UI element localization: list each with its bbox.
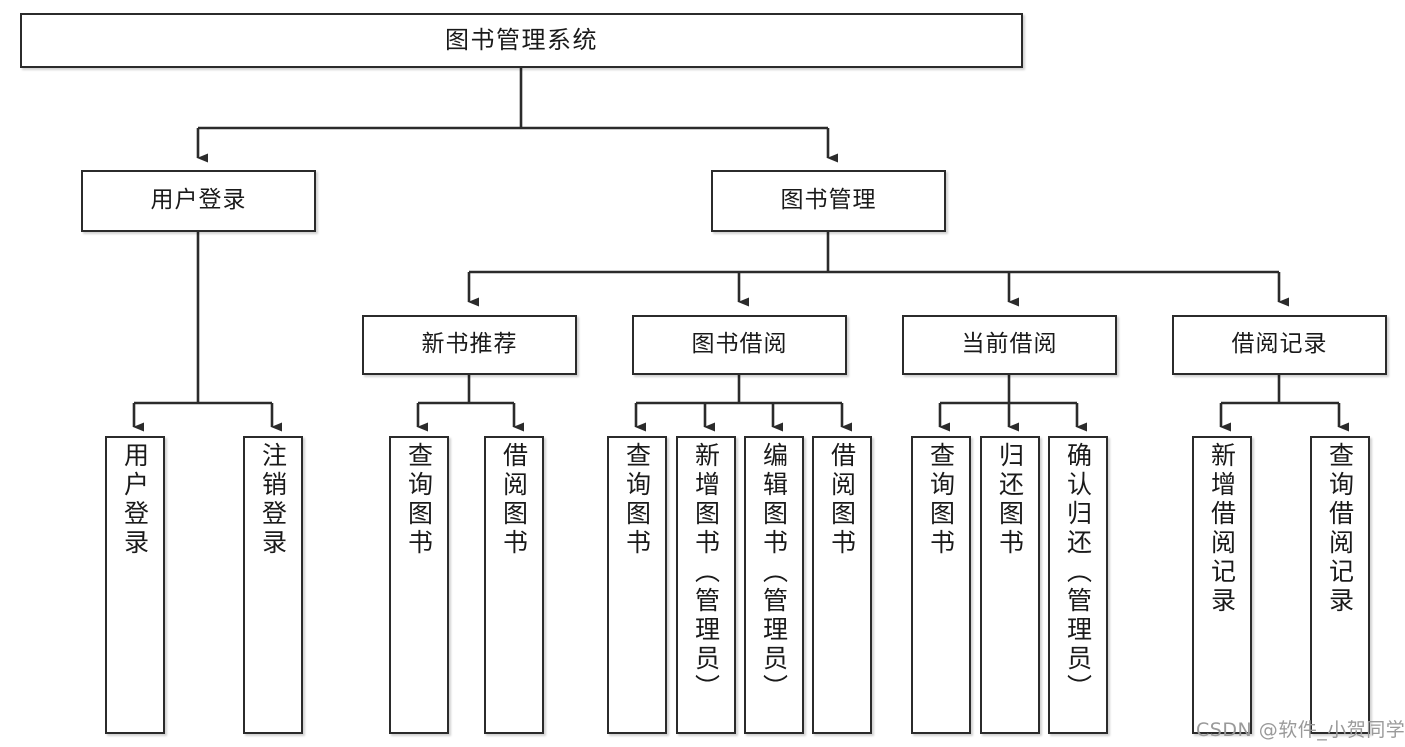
node-label: 图书借阅	[691, 331, 788, 358]
node-borrow-record[interactable]: 借阅记录	[1172, 315, 1387, 375]
node-label: 查询图书	[622, 442, 652, 558]
node-current-borrow[interactable]: 当前借阅	[902, 315, 1117, 375]
node-label: 归还图书	[995, 442, 1025, 558]
leaf-return-book[interactable]: 归还图书	[980, 436, 1040, 734]
csdn-watermark: CSDN @软件_小贺同学	[1196, 719, 1405, 741]
node-label: 用户登录	[120, 442, 150, 558]
node-new-book-recommend[interactable]: 新书推荐	[362, 315, 577, 375]
node-label: 查询图书	[926, 442, 956, 558]
node-label: 注销登录	[258, 442, 288, 558]
leaf-borrow-book[interactable]: 借阅图书	[812, 436, 872, 734]
node-label: 当前借阅	[961, 331, 1058, 358]
node-label: 新增借阅记录	[1207, 442, 1237, 616]
node-book-borrow[interactable]: 图书借阅	[632, 315, 847, 375]
leaf-user-login[interactable]: 用户登录	[105, 436, 165, 734]
node-label: 新增图书（管理员）	[691, 442, 721, 703]
leaf-add-book-admin[interactable]: 新增图书（管理员）	[676, 436, 736, 734]
node-label: 确认归还（管理员）	[1063, 442, 1093, 703]
leaf-query-book-recommend[interactable]: 查询图书	[389, 436, 449, 734]
node-label: 查询借阅记录	[1325, 442, 1355, 616]
leaf-query-borrow-record[interactable]: 查询借阅记录	[1310, 436, 1370, 734]
node-label: 图书管理	[780, 187, 877, 214]
node-label: 图书管理系统	[445, 26, 598, 55]
node-label: 新书推荐	[421, 331, 518, 358]
leaf-query-book-current[interactable]: 查询图书	[911, 436, 971, 734]
node-label: 借阅图书	[827, 442, 857, 558]
node-book-management[interactable]: 图书管理	[711, 170, 946, 232]
leaf-edit-book-admin[interactable]: 编辑图书（管理员）	[744, 436, 804, 734]
node-root-system[interactable]: 图书管理系统	[20, 13, 1023, 68]
leaf-borrow-book-recommend[interactable]: 借阅图书	[484, 436, 544, 734]
node-label: 编辑图书（管理员）	[759, 442, 789, 703]
node-label: 借阅图书	[499, 442, 529, 558]
node-label: 借阅记录	[1231, 331, 1328, 358]
leaf-add-borrow-record[interactable]: 新增借阅记录	[1192, 436, 1252, 734]
leaf-logout[interactable]: 注销登录	[243, 436, 303, 734]
node-label: 查询图书	[404, 442, 434, 558]
node-user-login[interactable]: 用户登录	[81, 170, 316, 232]
node-label: 用户登录	[150, 187, 247, 214]
leaf-confirm-return-admin[interactable]: 确认归还（管理员）	[1048, 436, 1108, 734]
leaf-query-book-borrow[interactable]: 查询图书	[607, 436, 667, 734]
